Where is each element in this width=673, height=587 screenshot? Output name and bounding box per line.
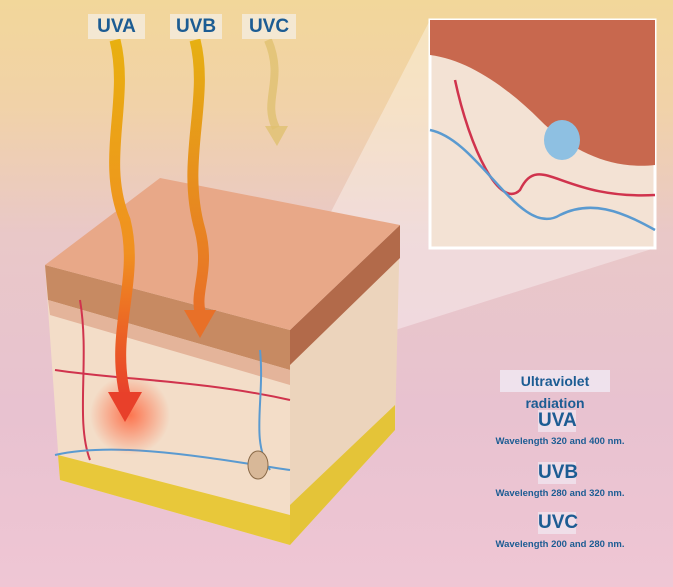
uvb-arrowhead <box>184 310 216 338</box>
uvb-ray-label: UVB <box>170 14 222 39</box>
blood-vessel-red <box>54 299 291 461</box>
legend-uva-label: UVA <box>538 410 577 432</box>
legend-uvc-label: UVC <box>538 512 579 534</box>
hair-follicle <box>247 450 269 480</box>
uvb-ray <box>187 38 209 314</box>
melanocyte-inset <box>428 18 657 250</box>
uvc-ray-label: UVC <box>242 14 296 39</box>
uva-ray <box>109 38 135 397</box>
cube-top-face <box>45 178 400 330</box>
uvc-arrowhead <box>265 126 288 146</box>
legend-uvc-description: Wavelength 200 and 280 nm. <box>495 539 625 550</box>
legend-uva-description: Wavelength 320 and 400 nm. <box>495 436 625 447</box>
epidermis-layer <box>45 265 290 370</box>
legend-uvb-description: Wavelength 280 and 320 nm. <box>495 488 625 499</box>
melanocyte-cell <box>544 120 580 160</box>
uvc-ray <box>264 38 280 130</box>
fat-layer <box>58 455 290 545</box>
legend-uvb-label: UVB <box>538 462 579 484</box>
legend-title: Ultraviolet radiation <box>500 370 610 411</box>
uva-ray-label: UVA <box>88 14 145 39</box>
uva-arrowhead <box>108 392 142 422</box>
